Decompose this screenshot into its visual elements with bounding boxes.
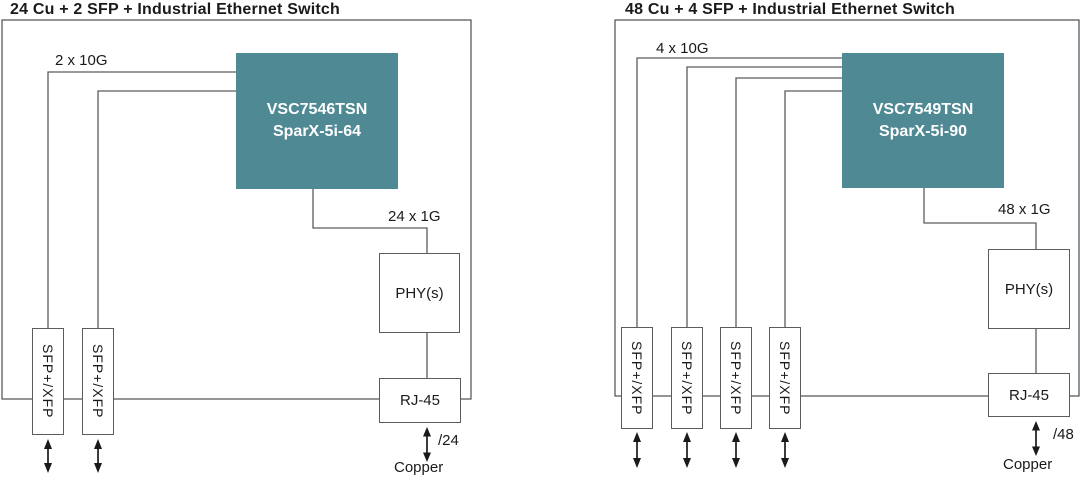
- left-uplink-label: 2 x 10G: [55, 52, 108, 69]
- right-downlink-label: 48 x 1G: [998, 201, 1051, 218]
- double-arrow-icon: [423, 427, 431, 462]
- right-sfp-module-3: SFP+/XFP: [720, 327, 752, 429]
- double-arrow-icon: [44, 439, 52, 473]
- double-arrow-icon: [633, 432, 641, 468]
- left-chip-part-number: VSC7546TSN: [266, 101, 368, 118]
- left-sfp-module-1-label: SFP+/XFP: [40, 344, 56, 419]
- double-arrow-icon: [1032, 421, 1040, 456]
- right-switch-chip: VSC7549TSN SparX-5i-90: [842, 53, 1004, 188]
- right-uplink-wire-1: [636, 57, 842, 327]
- left-uplink-wire-2: [97, 90, 236, 328]
- right-rj45-box: RJ-45: [988, 373, 1070, 417]
- right-chip-part-number: VSC7549TSN: [872, 100, 974, 118]
- double-arrow-icon: [732, 432, 740, 468]
- right-sfp-module-1: SFP+/XFP: [621, 327, 653, 429]
- double-arrow-icon: [94, 439, 102, 473]
- right-chip-family-name: SparX-5i-90: [878, 122, 968, 140]
- left-downlink-label: 24 x 1G: [388, 208, 441, 225]
- left-chip-family-name: SparX-5i-64: [272, 123, 362, 140]
- right-sfp-module-3-label: SFP+/XFP: [728, 340, 744, 416]
- right-uplink-wire-4: [784, 90, 842, 327]
- left-diagram-title: 24 Cu + 2 SFP + Industrial Ethernet Swit…: [10, 1, 340, 18]
- right-enclosure-and-connectors: [614, 19, 1080, 468]
- left-phy-box: PHY(s): [379, 253, 460, 333]
- double-arrow-icon: [781, 432, 789, 468]
- right-copper-count-label: /48: [1053, 426, 1074, 443]
- left-enclosure-outline: [1, 19, 472, 400]
- right-copper-label: Copper: [1003, 456, 1053, 473]
- double-arrow-icon: [683, 432, 691, 468]
- right-diagram-title: 48 Cu + 4 SFP + Industrial Ethernet Swit…: [625, 1, 955, 18]
- left-switch-chip: VSC7546TSN SparX-5i-64: [236, 53, 398, 189]
- left-enclosure-and-connectors: [1, 19, 472, 473]
- left-copper-count-label: /24: [438, 432, 459, 449]
- right-sfp-module-4: SFP+/XFP: [769, 327, 801, 429]
- right-sfp-module-1-label: SFP+/XFP: [629, 340, 645, 416]
- left-chip-to-phy-wire: [312, 189, 428, 253]
- left-sfp-module-2: SFP+/XFP: [82, 328, 114, 435]
- right-uplink-label: 4 x 10G: [656, 40, 709, 57]
- right-sfp-module-2-label: SFP+/XFP: [679, 340, 695, 416]
- right-phy-box: PHY(s): [988, 249, 1070, 329]
- right-uplink-wire-3: [735, 77, 842, 327]
- left-uplink-wire-1: [47, 71, 236, 328]
- left-rj45-box: RJ-45: [379, 378, 461, 423]
- right-enclosure-outline: [614, 19, 1080, 397]
- left-copper-label: Copper: [394, 459, 444, 476]
- right-sfp-module-4-label: SFP+/XFP: [777, 340, 793, 416]
- left-sfp-module-1: SFP+/XFP: [32, 328, 64, 435]
- right-chip-to-phy-wire: [923, 188, 1037, 249]
- right-uplink-wire-2: [686, 66, 842, 327]
- left-sfp-module-2-label: SFP+/XFP: [90, 344, 106, 419]
- right-sfp-module-2: SFP+/XFP: [671, 327, 703, 429]
